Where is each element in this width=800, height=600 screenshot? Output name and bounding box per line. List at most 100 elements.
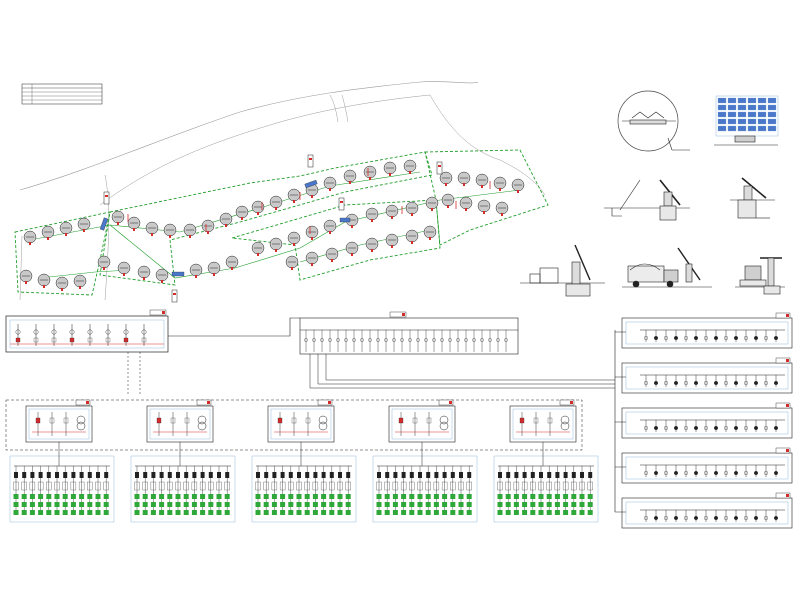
wind-turbine-symbol	[405, 229, 419, 244]
transformer-bay	[25, 399, 93, 443]
solar-panel	[717, 125, 727, 132]
solar-panel	[737, 118, 747, 125]
solar-panel	[737, 104, 747, 111]
wind-turbine-symbol	[235, 205, 249, 220]
feeder-panel	[615, 357, 793, 394]
feeder-panel	[615, 402, 793, 439]
wind-turbine-symbol	[285, 255, 299, 270]
solar-panel	[747, 125, 757, 132]
wind-turbine-symbol	[41, 225, 55, 240]
wind-turbine-symbol	[19, 269, 33, 284]
wind-turbine-symbol	[385, 204, 399, 219]
wind-turbine-symbol	[477, 199, 491, 214]
foundation-section	[520, 244, 605, 297]
collector-route-a	[29, 171, 421, 241]
inverter-group	[251, 442, 357, 523]
wind-turbine-symbol	[287, 231, 301, 246]
wind-turbine-symbol	[117, 261, 131, 276]
wind-turbine-symbol	[441, 193, 455, 208]
cluster-boundary-west	[14, 211, 111, 296]
solar-panel	[747, 104, 757, 111]
inverter-group	[493, 442, 599, 523]
wind-turbine-symbol	[183, 223, 197, 238]
wind-turbine-symbol	[207, 261, 221, 276]
substation-markers	[99, 154, 443, 303]
wind-turbine-symbol	[287, 188, 301, 203]
wind-turbine-symbol	[73, 274, 87, 289]
wind-turbine-symbol	[439, 171, 453, 186]
wind-turbine-symbol	[251, 200, 265, 215]
solar-panel	[717, 118, 727, 125]
circular-detail	[617, 90, 690, 152]
detail-views	[520, 90, 785, 297]
wind-turbine-symbol	[23, 230, 37, 245]
wind-turbine-symbol	[423, 225, 437, 240]
transformer-bay	[388, 399, 456, 443]
wind-turbine-symbol	[189, 263, 203, 278]
solar-panel	[767, 111, 777, 118]
wind-turbine-symbol	[385, 233, 399, 248]
cluster-boundary-central	[99, 151, 433, 286]
wind-turbine-symbol	[345, 241, 359, 256]
transformer-bay-frame	[5, 399, 583, 451]
substation-marker	[103, 191, 110, 205]
solar-panel	[767, 118, 777, 125]
central-feeder-group	[299, 311, 615, 389]
wind-turbine-symbol	[365, 237, 379, 252]
wind-turbine-symbol	[225, 255, 239, 270]
connection-line	[168, 317, 300, 337]
wind-turbine-symbol	[155, 268, 169, 283]
solar-panel	[717, 104, 727, 111]
solar-panel	[727, 125, 737, 132]
substation-marker	[338, 197, 345, 211]
tracker-section-b	[730, 177, 775, 219]
cluster-boundary-south	[231, 199, 441, 281]
solar-panel	[717, 97, 727, 104]
wind-turbine-symbol	[511, 178, 525, 193]
wind-turbine-symbol	[323, 176, 337, 191]
solar-panel	[727, 111, 737, 118]
solar-panel	[747, 118, 757, 125]
solar-panel	[737, 125, 747, 132]
substation-panel	[5, 309, 169, 353]
wind-turbine-symbol	[55, 276, 69, 291]
wind-turbine-symbol	[269, 195, 283, 210]
feeder-panel	[615, 447, 793, 484]
solar-panel	[757, 118, 767, 125]
road-spur-a	[329, 94, 339, 123]
wind-turbine-symbol	[405, 201, 419, 216]
solar-panel	[727, 97, 737, 104]
inverter-group	[9, 442, 115, 523]
wind-turbine-symbol	[37, 273, 51, 288]
tracker-section-a	[604, 179, 690, 221]
transformer-bay	[267, 399, 335, 443]
wind-turbine-symbol	[365, 207, 379, 222]
inverter-group	[372, 442, 478, 523]
site-plan	[14, 81, 549, 301]
road-outline-north	[19, 81, 479, 191]
solar-panel	[747, 111, 757, 118]
solar-panel	[757, 111, 767, 118]
feeder-panel	[615, 312, 793, 349]
road-spur-b	[341, 94, 349, 123]
transformer-bay	[146, 399, 214, 443]
solar-panel	[757, 125, 767, 132]
substation-marker	[171, 289, 178, 303]
wind-turbine-symbol	[163, 223, 177, 238]
solar-panel	[727, 118, 737, 125]
single-line-diagrams	[5, 309, 793, 529]
solar-panel	[767, 104, 777, 111]
wind-turbine-symbol	[495, 201, 509, 216]
wind-turbine-symbol	[77, 217, 91, 232]
solar-panel	[727, 104, 737, 111]
wind-turbine-symbol	[201, 219, 215, 234]
solar-panel	[767, 125, 777, 132]
wind-turbine-symbol	[305, 225, 319, 240]
wind-turbine-symbol	[325, 247, 339, 262]
wind-turbine-symbol	[383, 161, 397, 176]
transport-truck	[622, 247, 712, 288]
wind-turbine-symbol	[425, 196, 439, 211]
solar-panel	[757, 97, 767, 104]
wind-turbine-symbol	[145, 221, 159, 236]
